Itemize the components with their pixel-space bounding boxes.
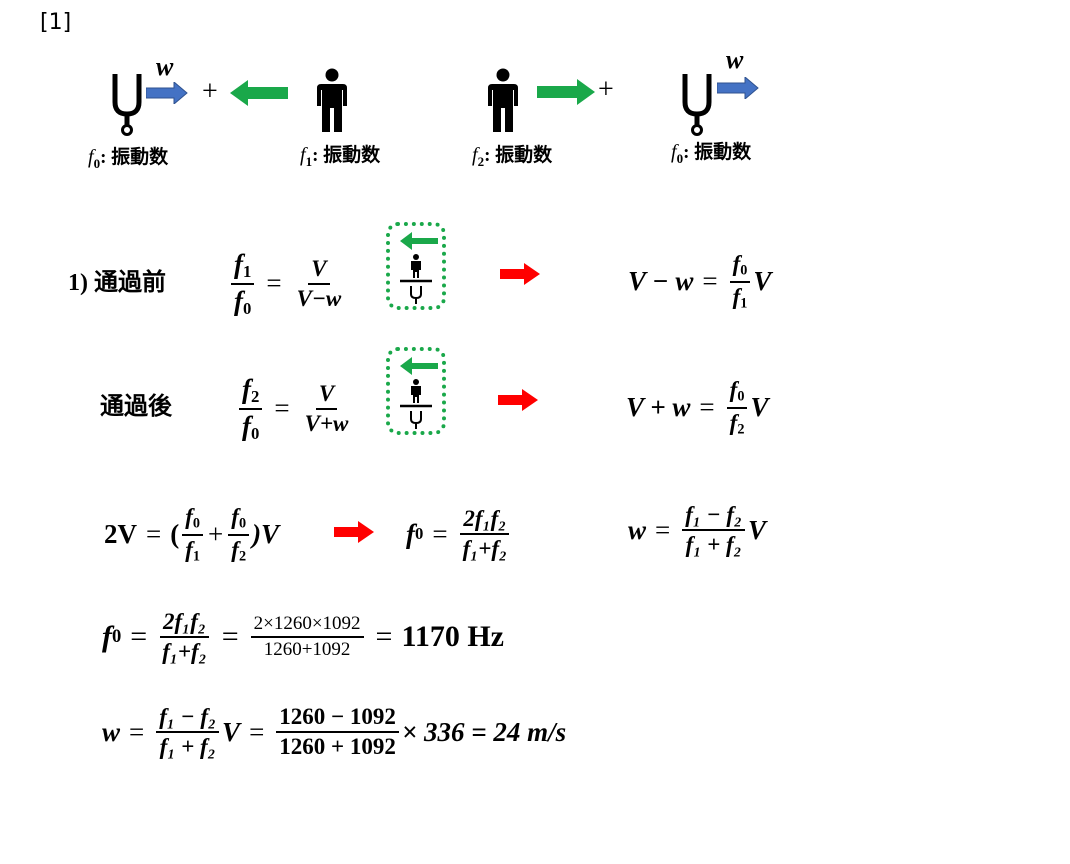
implies-arrow-icon (500, 263, 540, 285)
implies-arrow-icon (334, 521, 374, 543)
velocity-label: w (726, 45, 744, 74)
section-label: [1] (40, 10, 72, 35)
velocity-label: w (156, 52, 174, 81)
plus-sign: + (202, 76, 218, 107)
implies-arrow-icon (498, 389, 538, 411)
tuning-fork-icon (110, 72, 144, 136)
plus-sign: + (598, 74, 614, 105)
velocity-arrow-icon (146, 82, 188, 104)
frequency-label: f1: 振動数 (300, 144, 381, 169)
green-arrow-left-icon (230, 80, 288, 106)
frequency-label: f0: 振動数 (88, 146, 169, 171)
frequency-label: f2: 振動数 (472, 144, 553, 169)
velocity-arrow-icon (717, 77, 759, 99)
case-title: 1) 通過前 (68, 270, 166, 296)
person-icon (486, 68, 520, 134)
green-arrow-right-icon (537, 79, 595, 105)
case-title: 通過後 (100, 394, 172, 420)
frequency-label: f0: 振動数 (671, 141, 752, 166)
recede-inset-diagram (386, 347, 446, 435)
approach-inset-diagram (386, 222, 446, 310)
person-icon (315, 68, 349, 134)
tuning-fork-icon (680, 72, 714, 136)
